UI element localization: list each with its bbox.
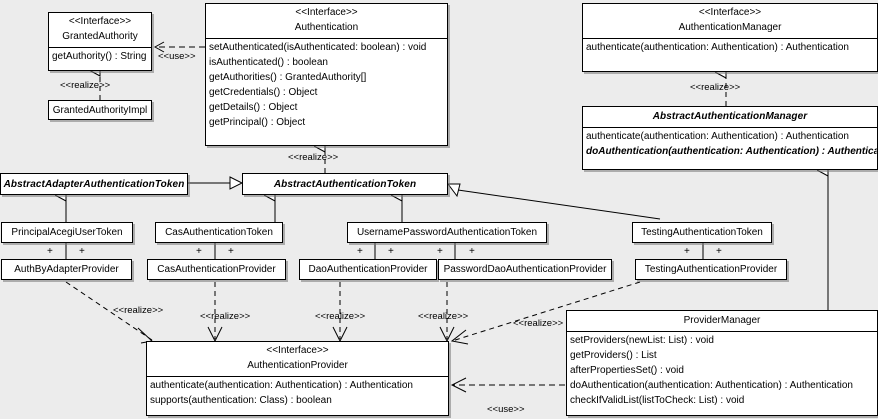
- class-name: CasAuthenticationProvider: [157, 264, 276, 275]
- operation: getProviders() : List: [570, 350, 657, 361]
- class-name: GrantedAuthorityImpl: [52, 104, 148, 116]
- class-name: AbstractAuthenticationToken: [273, 178, 417, 190]
- class-header: <<Interface>> AuthenticationProvider: [147, 342, 448, 376]
- assoc-marker-principal-right: +: [79, 246, 85, 257]
- operation: getDetails() : Object: [209, 102, 298, 113]
- assoc-marker-testing-right: +: [716, 246, 722, 257]
- operation: getAuthorities() : GrantedAuthority[]: [209, 72, 367, 83]
- operation: getCredentials() : Object: [209, 87, 318, 98]
- class-testing-authentication-token[interactable]: TestingAuthenticationToken: [632, 222, 772, 243]
- operation: doAuthentication(authentication: Authent…: [570, 380, 853, 391]
- class-name: CasAuthenticationToken: [165, 227, 273, 238]
- class-cas-authentication-provider[interactable]: CasAuthenticationProvider: [147, 259, 286, 280]
- class-abstract-adapter-authentication-token[interactable]: AbstractAdapterAuthenticationToken: [0, 173, 188, 195]
- assoc-marker-userpass-b: +: [388, 246, 394, 257]
- operations-compartment: setAuthenticated(isAuthenticated: boolea…: [206, 38, 447, 131]
- operation: authenticate(authentication: Authenticat…: [586, 42, 849, 53]
- assoc-marker-userpass-d: +: [469, 246, 475, 257]
- edge-label-realize-password-dao-provider: <<realize>>: [418, 311, 469, 322]
- class-name: ProviderManager: [683, 315, 761, 326]
- class-name: AbstractAdapterAuthenticationToken: [3, 178, 185, 190]
- operation: doAuthentication(authentication: Authent…: [586, 146, 878, 157]
- operation: supports(authentication: Class) : boolea…: [150, 395, 332, 406]
- class-granted-authority-impl[interactable]: GrantedAuthorityImpl: [48, 100, 152, 120]
- edge-label-realize-dao-provider: <<realize>>: [315, 311, 366, 322]
- class-testing-authentication-provider[interactable]: TestingAuthenticationProvider: [635, 259, 787, 280]
- class-abstract-authentication-token[interactable]: AbstractAuthenticationToken: [242, 173, 448, 195]
- link-testingtoken-extends-abstractauthenticationtoken: [447, 183, 661, 220]
- link-abstractadaptertoken-extends-abstractauthenticationtoken: [188, 176, 244, 190]
- edge-label-realize-granted-authority-impl: <<realize>>: [60, 80, 111, 91]
- class-name: Authentication: [294, 22, 359, 33]
- link-providermanager-uses-authenticationprovider: [450, 377, 565, 393]
- operation: authenticate(authentication: Authenticat…: [150, 380, 413, 391]
- class-name: UsernamePasswordAuthenticationToken: [356, 227, 538, 238]
- class-name: AbstractAuthenticationManager: [652, 111, 808, 122]
- operations-compartment: authenticate(authentication: Authenticat…: [583, 38, 877, 56]
- class-dao-authentication-provider[interactable]: DaoAuthenticationProvider: [299, 259, 437, 280]
- class-header: AbstractAuthenticationManager: [583, 107, 877, 127]
- class-name: PrincipalAcegiUserToken: [11, 227, 123, 238]
- stereotype-label: <<Interface>>: [698, 7, 762, 18]
- operations-compartment: setProviders(newList: List) : void getPr…: [567, 331, 877, 409]
- class-username-password-authentication-token[interactable]: UsernamePasswordAuthenticationToken: [347, 222, 547, 243]
- operations-compartment: authenticate(authentication: Authenticat…: [147, 376, 448, 409]
- edge-label-use-provider-manager: <<use>>: [487, 404, 525, 415]
- class-authentication[interactable]: <<Interface>> Authentication setAuthenti…: [205, 3, 448, 146]
- operation: isAuthenticated() : boolean: [209, 57, 328, 68]
- assoc-marker-userpass-c: +: [437, 246, 443, 257]
- class-name: DaoAuthenticationProvider: [308, 264, 428, 275]
- class-authentication-manager[interactable]: <<Interface>> AuthenticationManager auth…: [582, 3, 878, 72]
- assoc-marker-cas-right: +: [228, 246, 234, 257]
- class-name: GrantedAuthority: [62, 31, 138, 42]
- edge-label-use-granted-authority: <<use>>: [158, 51, 196, 62]
- stereotype-label: <<Interface>>: [266, 345, 329, 356]
- class-header: <<Interface>> Authentication: [206, 4, 447, 38]
- assoc-marker-principal-left: +: [47, 246, 53, 257]
- class-name: TestingAuthenticationToken: [641, 227, 763, 238]
- class-granted-authority[interactable]: <<Interface>> GrantedAuthority getAuthor…: [48, 12, 152, 71]
- assoc-marker-cas-left: +: [196, 246, 202, 257]
- class-password-dao-authentication-provider[interactable]: PasswordDaoAuthenticationProvider: [438, 259, 612, 280]
- operation: afterPropertiesSet() : void: [570, 365, 684, 376]
- edge-label-realize-abstract-auth-manager: <<realize>>: [690, 82, 741, 93]
- edge-label-realize-testing-provider: <<realize>>: [513, 318, 564, 329]
- operation: getPrincipal() : Object: [209, 117, 306, 128]
- operation: setProviders(newList: List) : void: [570, 335, 714, 346]
- operation: getAuthority() : String: [52, 51, 147, 62]
- class-name: PasswordDaoAuthenticationProvider: [443, 264, 607, 275]
- class-cas-authentication-token[interactable]: CasAuthenticationToken: [155, 222, 283, 243]
- edge-label-realize-auth-by-adapter: <<realize>>: [113, 305, 164, 316]
- class-header: ProviderManager: [567, 311, 877, 331]
- class-name: AuthenticationManager: [678, 22, 782, 33]
- class-name: TestingAuthenticationProvider: [644, 264, 778, 275]
- operation: checkIfValidList(listToCheck: List) : vo…: [570, 395, 745, 406]
- class-authentication-provider[interactable]: <<Interface>> AuthenticationProvider aut…: [146, 341, 449, 416]
- class-name: AuthByAdapterProvider: [14, 264, 119, 275]
- class-provider-manager[interactable]: ProviderManager setProviders(newList: Li…: [566, 310, 878, 416]
- assoc-marker-userpass-a: +: [357, 246, 363, 257]
- class-name: AuthenticationProvider: [247, 360, 348, 371]
- class-header: <<Interface>> GrantedAuthority: [49, 13, 151, 47]
- class-abstract-authentication-manager[interactable]: AbstractAuthenticationManager authentica…: [582, 106, 878, 170]
- class-auth-by-adapter-provider[interactable]: AuthByAdapterProvider: [1, 259, 132, 280]
- edge-label-realize-cas-provider: <<realize>>: [200, 311, 251, 322]
- operation: authenticate(authentication: Authenticat…: [586, 131, 849, 142]
- operations-compartment: authenticate(authentication: Authenticat…: [583, 127, 878, 160]
- operation: setAuthenticated(isAuthenticated: boolea…: [209, 42, 427, 53]
- stereotype-label: <<Interface>>: [295, 7, 358, 18]
- class-header: <<Interface>> AuthenticationManager: [583, 4, 877, 38]
- class-principal-acegi-user-token[interactable]: PrincipalAcegiUserToken: [1, 222, 133, 243]
- assoc-marker-testing-left: +: [684, 246, 690, 257]
- stereotype-label: <<Interface>>: [68, 16, 132, 27]
- edge-label-realize-abstract-auth-token: <<realize>>: [288, 152, 339, 163]
- operations-compartment: getAuthority() : String: [49, 47, 151, 65]
